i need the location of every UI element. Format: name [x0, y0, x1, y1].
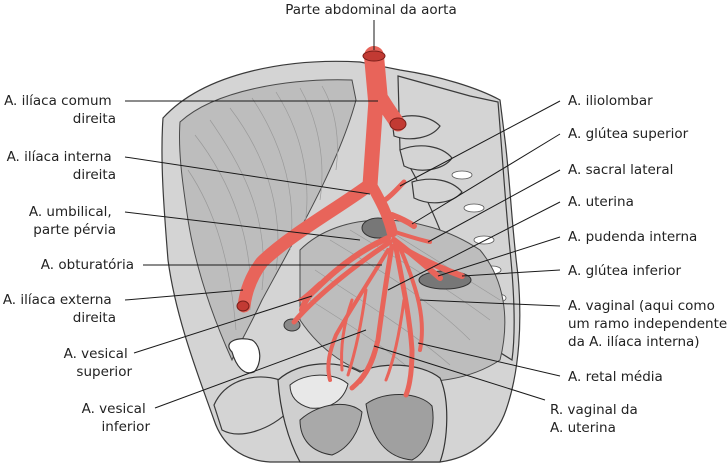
labels-right: A. iliolombar A. glútea superior A. sacr… — [550, 93, 727, 436]
inferior-vesical-artery — [326, 248, 390, 382]
label-ramo-vaginal: R. vaginal da A. uterina — [550, 402, 642, 436]
label-pudenda-interna: A. pudenda interna — [568, 229, 697, 245]
label-sacral-lateral: A. sacral lateral — [568, 162, 673, 178]
left-iliac-cut-end — [389, 117, 407, 131]
label-glutea-inferior: A. glútea inferior — [568, 263, 682, 279]
right-internal-iliac — [366, 180, 398, 238]
bladder-section — [289, 374, 349, 409]
label-iliolombar: A. iliolombar — [568, 93, 653, 109]
external-iliac-cut-end — [236, 300, 250, 312]
label-vesical-inferior: A. vesical inferior — [82, 401, 151, 435]
label-iliaca-externa: A. ilíaca externa direita — [3, 292, 116, 326]
label-umbilical: A. umbilical, parte pérvia — [29, 204, 116, 238]
obturator-foramen — [228, 338, 261, 374]
vertebrae — [391, 115, 463, 204]
label-vaginal: A. vaginal (aqui como um ramo independen… — [568, 298, 727, 350]
label-retal-media: A. retal média — [568, 369, 663, 385]
obturator-artery — [291, 239, 393, 325]
label-iliaca-interna: A. ilíaca interna direita — [7, 149, 116, 183]
label-obturatoria: A. obturatória — [41, 257, 134, 273]
right-common-iliac — [362, 92, 384, 193]
label-aorta: Parte abdominal da aorta — [285, 2, 456, 18]
small-branch-c — [346, 288, 368, 377]
iliolumbar-artery — [382, 179, 407, 203]
leader-lines — [124, 20, 561, 409]
umbilical-artery — [299, 235, 391, 313]
small-branch-b — [384, 298, 406, 382]
aorta-cut-end — [362, 50, 386, 62]
label-vesical-superior: A. vesical superior — [64, 346, 133, 380]
iliacus-fibers — [187, 85, 338, 331]
vagina-section — [299, 403, 363, 456]
middle-rectal-artery — [398, 246, 424, 352]
label-glutea-superior: A. glútea superior — [568, 126, 689, 142]
label-uterina: A. uterina — [568, 194, 634, 210]
lateral-sacral-artery — [393, 230, 432, 244]
small-branch-a — [340, 298, 354, 372]
rectum-section — [365, 393, 434, 461]
labels-left: A. ilíaca comum direita A. ilíaca intern… — [3, 93, 151, 435]
superior-gluteal-artery — [389, 212, 417, 229]
arteries — [236, 46, 465, 398]
vaginal-artery — [393, 245, 415, 398]
label-iliaca-comum: A. ilíaca comum direita — [4, 93, 116, 127]
right-external-iliac — [237, 179, 375, 313]
inferior-gluteal-artery — [393, 241, 465, 279]
vaginal-branch-uterine — [358, 338, 380, 384]
